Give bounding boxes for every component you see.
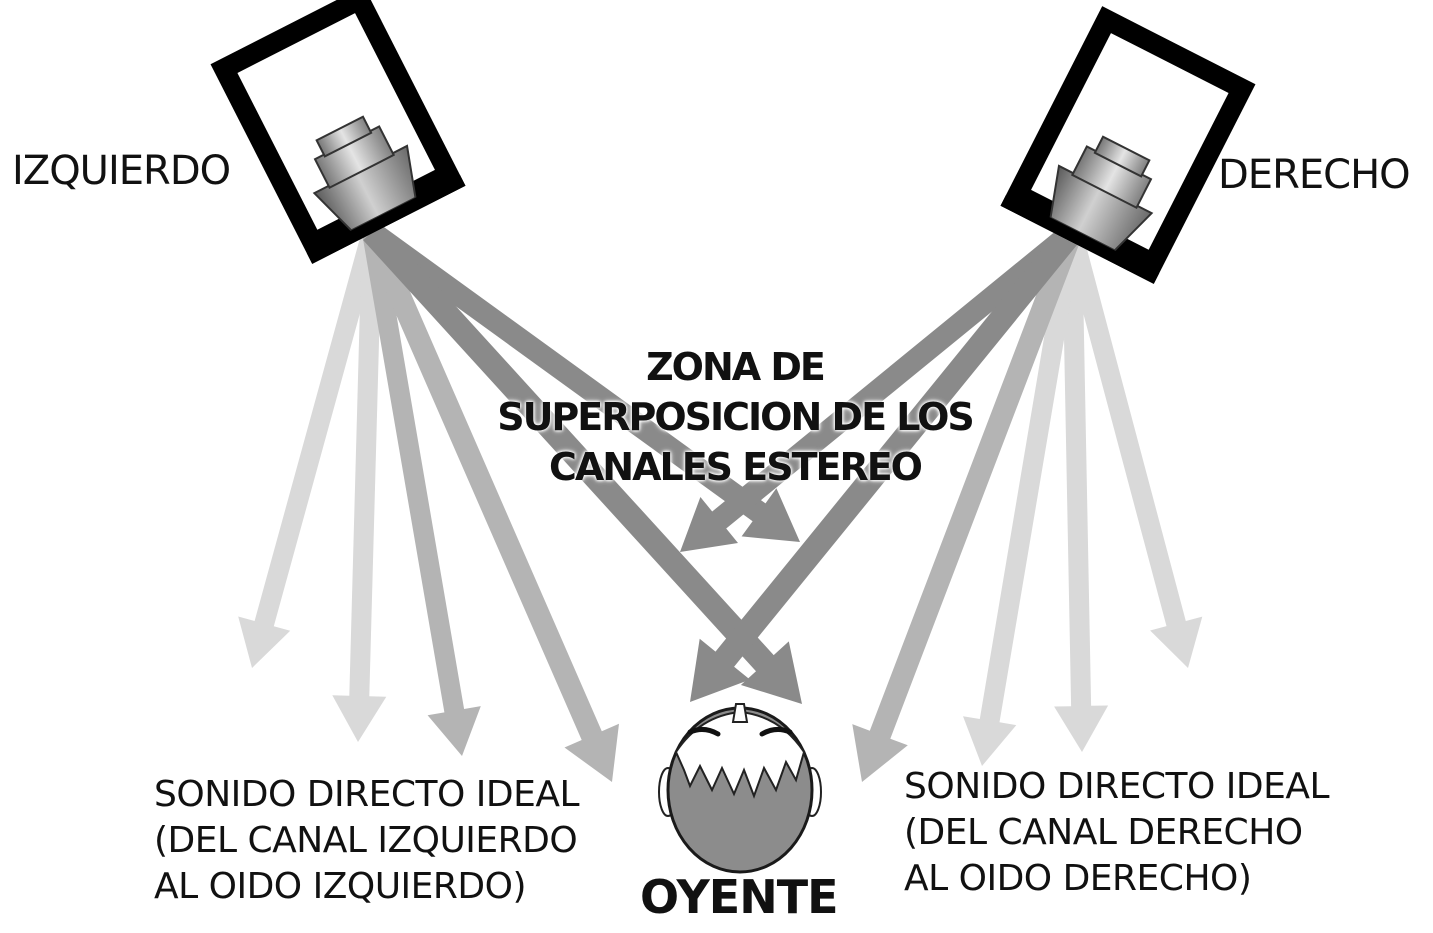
left-caption: SONIDO DIRECTO IDEAL (DEL CANAL IZQUIERD… [154,772,580,910]
right-caption-line-2: (DEL CANAL DERECHO [904,812,1303,853]
left-fan-arrow-2 [332,231,387,742]
left-speaker-label: IZQUIERDO [12,148,231,194]
sound-arrows [238,223,1203,783]
right-speaker-icon [1000,6,1256,284]
right-caption: SONIDO DIRECTO IDEAL (DEL CANAL DERECHO … [904,764,1330,902]
left-fan-arrow-1 [238,229,382,669]
listener-label: OYENTE [640,870,838,924]
left-speaker-icon [210,0,466,264]
left-caption-line-2: (DEL CANAL IZQUIERDO [154,820,578,861]
left-cross-arrow-listener [363,223,802,704]
right-caption-line-3: AL OIDO DERECHO) [904,858,1252,899]
right-fan-arrow-2 [1054,231,1109,753]
overlap-zone-line-2: SUPERPOSICION DE LOS [497,395,975,439]
left-caption-line-1: SONIDO DIRECTO IDEAL [154,774,580,815]
listener-head-icon [658,703,822,874]
left-cross-arrow-zone [365,223,800,542]
right-caption-line-1: SONIDO DIRECTO IDEAL [904,766,1330,807]
overlap-zone-line-3: CANALES ESTEREO [548,445,923,489]
left-fan-arrow-4 [361,227,619,783]
right-fan-arrow-1 [1062,229,1203,668]
left-fan-arrow-3 [362,230,481,757]
left-caption-line-3: AL OIDO IZQUIERDO) [154,866,527,907]
overlap-zone-label: ZONA DE SUPERPOSICION DE LOS CANALES EST… [480,342,990,492]
right-speaker-label: DERECHO [1218,152,1411,198]
right-fan-arrow-4 [852,228,1083,783]
right-fan-arrow-3 [963,230,1082,767]
right-cross-arrow-listener [690,224,1082,702]
right-cross-arrow-zone [680,223,1079,552]
overlap-zone-line-1: ZONA DE [646,345,826,389]
